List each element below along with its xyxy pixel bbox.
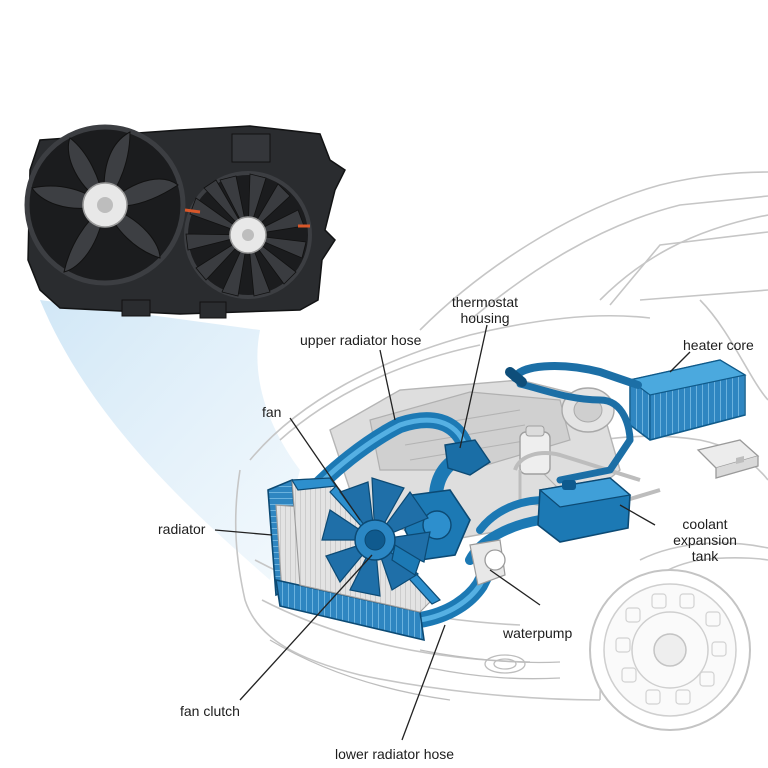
- leader-fan: [289, 417, 361, 521]
- label-lower-radiator-hose: lower radiator hose: [335, 746, 455, 762]
- highlight-beam: [40, 300, 300, 580]
- leader-heater-core: [669, 351, 691, 373]
- label-coolant-expansion-tank: coolant expansion tank: [673, 516, 737, 564]
- leader-lines: [214, 324, 691, 741]
- leader-waterpump: [489, 569, 541, 606]
- heater-core: [628, 359, 747, 441]
- ecu-module: [696, 439, 760, 479]
- label-waterpump: waterpump: [503, 625, 573, 641]
- label-upper-radiator-hose: upper radiator hose: [300, 332, 422, 348]
- leader-radiator: [214, 529, 273, 536]
- label-thermostat-housing: thermostat housing: [451, 294, 519, 326]
- label-fan: fan: [262, 404, 282, 420]
- dual-fan-shroud-photo: [24, 124, 346, 319]
- thermostat-housing: [444, 439, 491, 476]
- label-heater-core: heater core: [683, 337, 754, 353]
- front-wheel: [589, 569, 751, 731]
- leader-tank: [619, 504, 656, 526]
- label-radiator: radiator: [158, 521, 206, 537]
- leader-upper-hose: [379, 349, 396, 421]
- fan-assembly: [321, 477, 431, 597]
- coolant-expansion-tank: [537, 477, 632, 543]
- leader-lower-hose: [401, 624, 446, 741]
- leader-thermostat: [459, 324, 488, 449]
- label-fan-clutch: fan clutch: [180, 703, 240, 719]
- front-bumper: [269, 639, 561, 701]
- leader-fan-clutch: [239, 554, 373, 701]
